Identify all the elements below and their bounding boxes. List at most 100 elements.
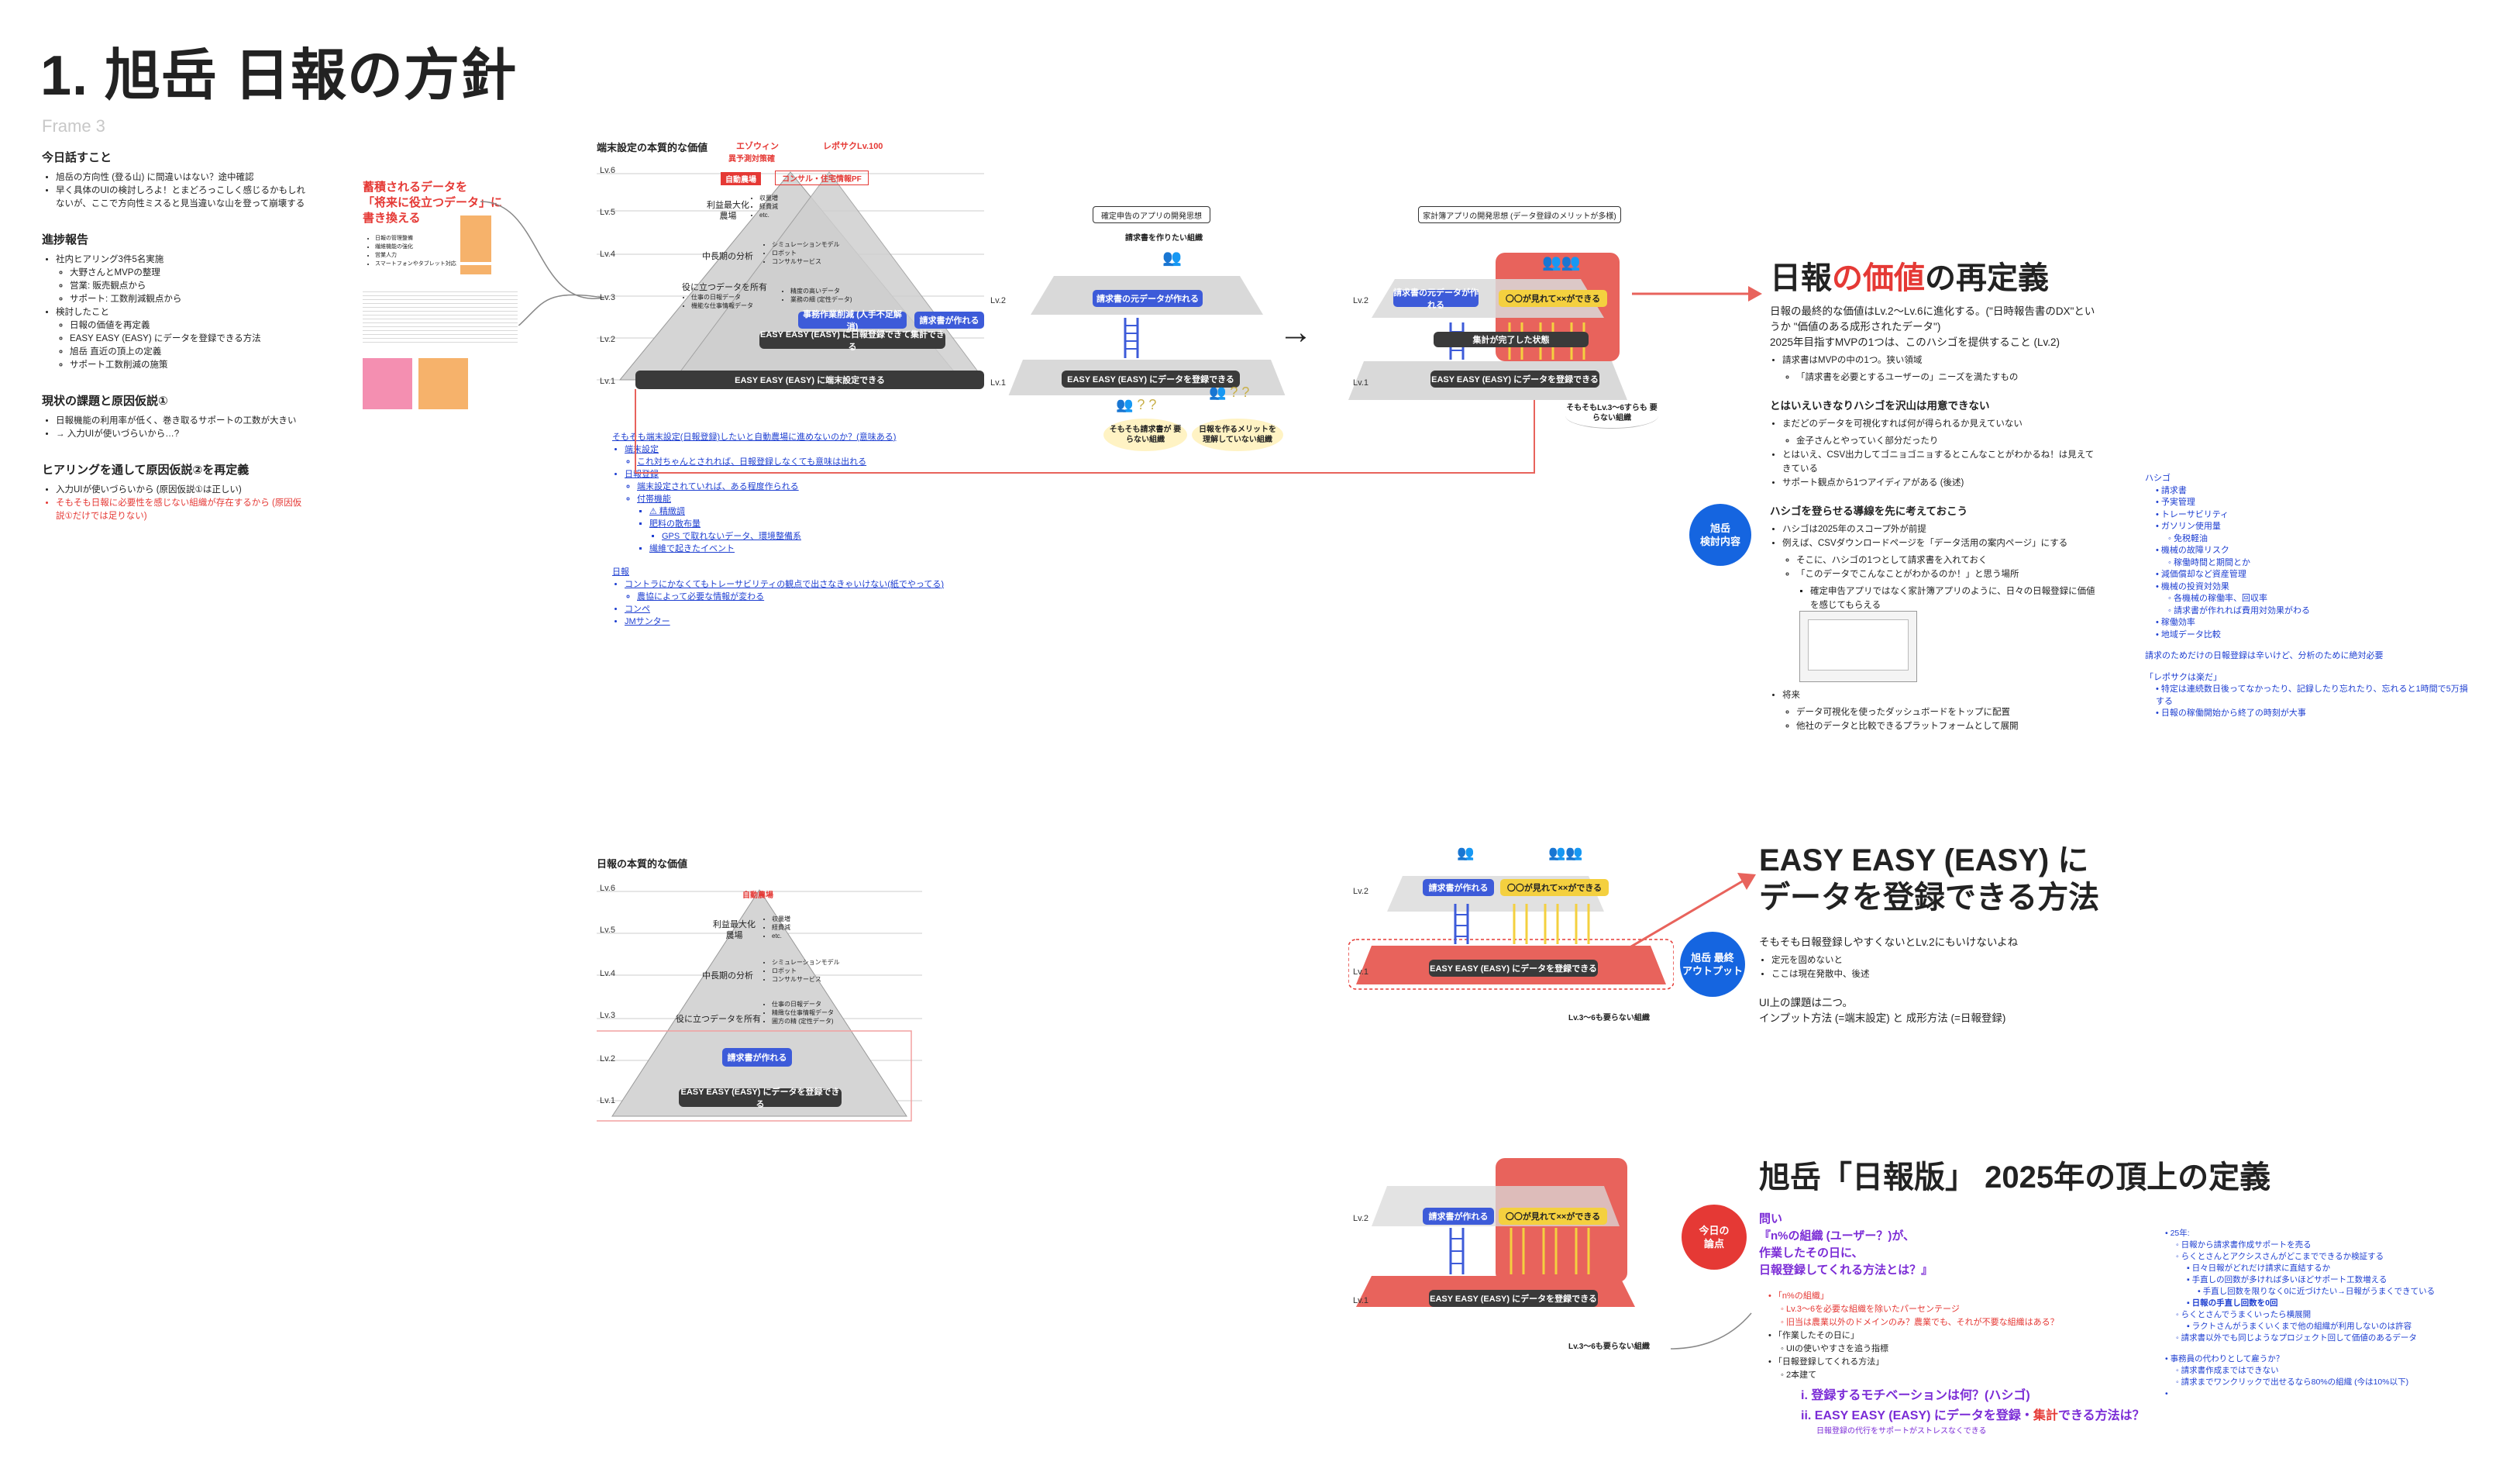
sticky-bullets: 日報の管理整備 繊維機能の強化 営業人力 スマートフォンやタブレット対応 (363, 234, 564, 268)
level-label: Lv.5 (600, 926, 615, 935)
link-item[interactable]: 肥料の散布量 (649, 518, 1000, 530)
level-label: Lv.2 (1353, 296, 1368, 305)
easy-body: そもそも日報登録しやすくないとLv.2にもいけないよね 定元を固めないと ここは… (1759, 935, 2085, 1026)
link-item[interactable]: 農協によって必要な情報が変わる (637, 591, 1000, 603)
link-item[interactable]: 繊維で起きたイベント (649, 543, 1000, 555)
pyramid-row-bullets: 仕事の日報データ機能な仕事情報データ (683, 293, 753, 310)
right-register-button: EASY EASY (EASY) にデータを登録できる (1430, 371, 1599, 388)
list-item: 入力UIが使いづらいから (原因仮説①は正しい) (56, 484, 305, 497)
easy-yellow-button: 〇〇が見れて××ができる (1500, 879, 1609, 896)
easy-bill-button: 請求書が作れる (1423, 879, 1494, 896)
summit-question: 問い 『n%の組織 (ユーザー？)が、 作業したその日に、 日報登録してくれる方… (1759, 1212, 1933, 1277)
link-item[interactable]: コンペ (625, 603, 1000, 615)
level-label: Lv.2 (990, 296, 1006, 305)
bottom-register-button: EASY EASY (EASY) にデータを登録できる (679, 1088, 842, 1109)
link-item[interactable]: ⚠ 精緻調 (649, 505, 1000, 518)
sticky-area: 蓄積されるデータを 「将来に役立つデータ」に 書き換える 日報の管理整備 繊維機… (363, 180, 564, 436)
pyramid-row-label: 役に立つデータを所有 (682, 283, 767, 292)
redefine-body: 日報の最終的な価値はLv.2〜Lv.6に進化する。("日時報告書のDX"というか… (1770, 304, 2095, 612)
confused-people-icon: 👥 ? ? (1116, 397, 1157, 412)
pyramid-row-label: 中長期の分析 (702, 252, 753, 261)
pyramid-row-bullets: 収量増経費減etc. (764, 915, 790, 940)
section-heading: 進捗報告 (42, 233, 89, 246)
summary-done-button: 集計が完了した状態 (1434, 332, 1589, 347)
today-issue-badge: 今日の 論点 (1682, 1205, 1747, 1270)
link-item[interactable]: 付帯機能 (637, 493, 1000, 505)
list-item: EASY EASY (EASY) にデータを登録できる方法 (70, 333, 305, 346)
pyramid-tag: レポサクLv.100 (823, 142, 883, 151)
pyramid-row-bullets: 仕事の日報データ精緻な仕事情報データ圃方の精 (定性データ) (764, 1000, 834, 1026)
right-yellow-button: 〇〇が見れて××ができる (1499, 290, 1607, 307)
easy-diagram-shape (1348, 876, 1674, 990)
bill-button: 請求書が作れる (914, 312, 984, 329)
list-item: そもそも日報に必要性を感じない組織が存在するから (原因仮説①だけでは足りない) (56, 497, 305, 523)
link-item[interactable]: JMサンター (625, 615, 1000, 628)
pyramid-row-label: 中長期の分析 (702, 971, 753, 981)
arrow-right-icon: → (1279, 313, 1313, 351)
body-text-block (363, 288, 518, 343)
future-block: 将来 データ可視化を使ったダッシュボードをトップに配置 他社のデータと比較できる… (1770, 685, 2095, 733)
mid-top-label: 請求書を作りたい組織 (1125, 234, 1203, 243)
summit-notes: • 25年: ◦ 日報から請求書作成サポートを売る ◦ らくとさんとアクシスさん… (2165, 1229, 2436, 1398)
people-icon: 👥 (1162, 250, 1182, 267)
sticky-note (418, 358, 468, 409)
connector-curves (480, 201, 605, 326)
summit-register-button: EASY EASY (EASY) にデータを登録できる (1429, 1290, 1598, 1307)
final-output-badge: 旭岳 最終 アウトプット (1680, 932, 1745, 997)
top-red-label: 自動農場 (742, 891, 773, 900)
people-icon: 👥👥 (1548, 845, 1583, 860)
summit-bottom-label: Lv.3〜6も要らない組織 (1568, 1343, 1650, 1351)
level-label: Lv.1 (1353, 967, 1368, 977)
section-heading: 今日話すこと (42, 151, 112, 164)
link-heading[interactable]: 日報 (612, 567, 629, 577)
consult-label: コンサル・住宅情報PF (775, 171, 869, 185)
left-panel: 今日話すこと 旭岳の方向性 (登る山) に間違いはない？途中確認 早く具体のUI… (42, 149, 305, 543)
red-arrow (1627, 873, 1756, 950)
list-item: 検討したこと 日報の価値を再定義 EASY EASY (EASY) にデータを登… (56, 306, 305, 372)
pyramid-row-label: 利益最大化農場 (707, 201, 749, 221)
top-red-label: 自動農場 (721, 172, 761, 185)
level-label: Lv.3 (600, 293, 615, 302)
right-diagram-heading: 家計簿アプリの開発思想 (データ登録のメリットが多様) (1418, 206, 1621, 223)
level-label: Lv.6 (600, 884, 615, 893)
ui-mock-thumbnail (1799, 611, 1917, 682)
link-item[interactable]: GPS で取れないデータ、環境整備系 (662, 530, 1000, 543)
pyramid-row-bullets: シミュレーションモデルロボットコンサルサービス (764, 240, 840, 266)
bottom-bill-button: 請求書が作れる (722, 1048, 792, 1067)
level-label: Lv.1 (990, 378, 1006, 388)
section-heading: ヒアリングを通して原因仮説②を再定義 (42, 464, 250, 477)
hashigo-list: ハシゴ • 請求書 • 予実管理 • トレーサビリティ • ガソリン使用量 ◦ … (2145, 474, 2468, 718)
list-item: 旭岳 直近の頂上の定義 (70, 346, 305, 359)
level-label: Lv.2 (1353, 1214, 1368, 1223)
link-item[interactable]: 端末設定 (625, 443, 1000, 456)
mid-diagram-heading: 確定申告のアプリの開発思想 (1093, 206, 1210, 223)
level-label: Lv.1 (1353, 378, 1368, 388)
sticky-note (460, 265, 491, 274)
pyramid-bottom-heading: 日報の本質的な価値 (597, 858, 688, 870)
link-item[interactable]: 端末設定されていれば、ある程度作られる (637, 481, 1000, 493)
redefine-title: 日報の価値の再定義 (1770, 261, 2049, 295)
link-heading[interactable]: そもそも端末設定(日報登録)したいと自動農場に進めないのか？(意味ある) (612, 433, 897, 442)
pyramid-row-bullets: シミュレーションモデルロボットコンサルサービス (764, 958, 840, 984)
people-icon: 👥 (1457, 845, 1475, 860)
right-bottom-label: そもそもLv.3〜6すらも 要らない組織 (1565, 403, 1658, 429)
summit-yellow-button: 〇〇が見れて××ができる (1499, 1208, 1607, 1225)
level-label: Lv.5 (600, 208, 615, 217)
link-item[interactable]: これ対ちゃんとされれば、日報登録しなくても意味は出れる (637, 456, 1000, 468)
sticky-heading: 蓄積されるデータを 「将来に役立つデータ」に 書き換える (363, 181, 503, 225)
level-label: Lv.2 (600, 1054, 615, 1064)
level-label: Lv.3 (600, 1011, 615, 1020)
level-label: Lv.1 (600, 1096, 615, 1105)
page-title: 1. 旭岳 日報の方針 (40, 45, 518, 107)
pyramid-right-bullets: 精度の高いデータ業務の細 (定性データ) (783, 287, 852, 304)
list-item: 大野さんとMVPの整理 (70, 267, 305, 280)
level-label: Lv.4 (600, 250, 615, 259)
pyramid-tag: 異予測対策確 (728, 155, 775, 164)
frame-label: Frame 3 (42, 116, 105, 136)
red-arrow (1632, 286, 1762, 302)
list-item: 社内ヒアリング3件5名実施 大野さんとMVPの整理 営業: 販売観点から サポー… (56, 253, 305, 306)
mid-bottom-right: 日報を作るメリットを 理解していない組織 (1192, 419, 1283, 451)
link-item[interactable]: コントラにかなくてもトレーサビリティの観点で出さなきゃいけない(紙でやってる) (625, 578, 1000, 591)
level-label: Lv.6 (600, 166, 615, 175)
right-bill-button: 請求書の元データが作れる (1393, 288, 1479, 310)
